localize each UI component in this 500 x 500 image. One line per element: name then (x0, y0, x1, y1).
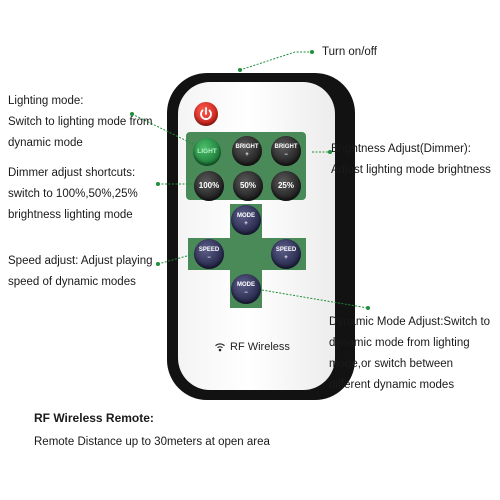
brightness-50-button[interactable]: 50% (233, 171, 263, 201)
power-button[interactable] (194, 102, 218, 126)
callout-turn-on (239, 51, 312, 71)
speed-adjust-label: Speed adjust: Adjust playing speed of dy… (8, 255, 153, 288)
lighting-mode-label: Lighting mode: Switch to lighting mode f… (8, 95, 153, 149)
mode-up-button[interactable]: MODE + (231, 205, 261, 235)
light-button[interactable]: LIGHT (193, 138, 221, 166)
bright-up-button[interactable]: BRIGHT + (232, 136, 262, 166)
rf-wireless-label: RF Wireless (214, 341, 290, 353)
callout-lighting-mode (131, 113, 196, 146)
callout-dot-turn-on (238, 68, 242, 72)
mode-down-button[interactable]: MODE − (231, 274, 261, 304)
wireless-signal-icon (215, 343, 225, 352)
bright-down-button[interactable]: BRIGHT − (271, 136, 301, 166)
power-icon (200, 107, 212, 120)
speed-down-button[interactable]: SPEED − (194, 239, 224, 269)
brightness-adjust-label: Brightness Adjust(Dimmer): Adjust lighti… (331, 143, 491, 176)
brightness-25-button[interactable]: 25% (271, 171, 301, 201)
callout-dynamic (261, 289, 369, 309)
footer-subtitle: Remote Distance up to 30meters at open a… (34, 436, 270, 448)
footer-title: RF Wireless Remote: (34, 411, 154, 425)
dimmer-shortcuts-label: Dimmer adjust shortcuts: switch to 100%,… (8, 167, 138, 221)
turn-on-off-label: Turn on/off (322, 46, 377, 58)
dynamic-mode-label: Dynamic Mode Adjust:Switch to dynamic mo… (329, 316, 491, 391)
callout-speed (157, 253, 195, 265)
brightness-100-button[interactable]: 100% (194, 171, 224, 201)
speed-up-button[interactable]: SPEED + (271, 239, 301, 269)
